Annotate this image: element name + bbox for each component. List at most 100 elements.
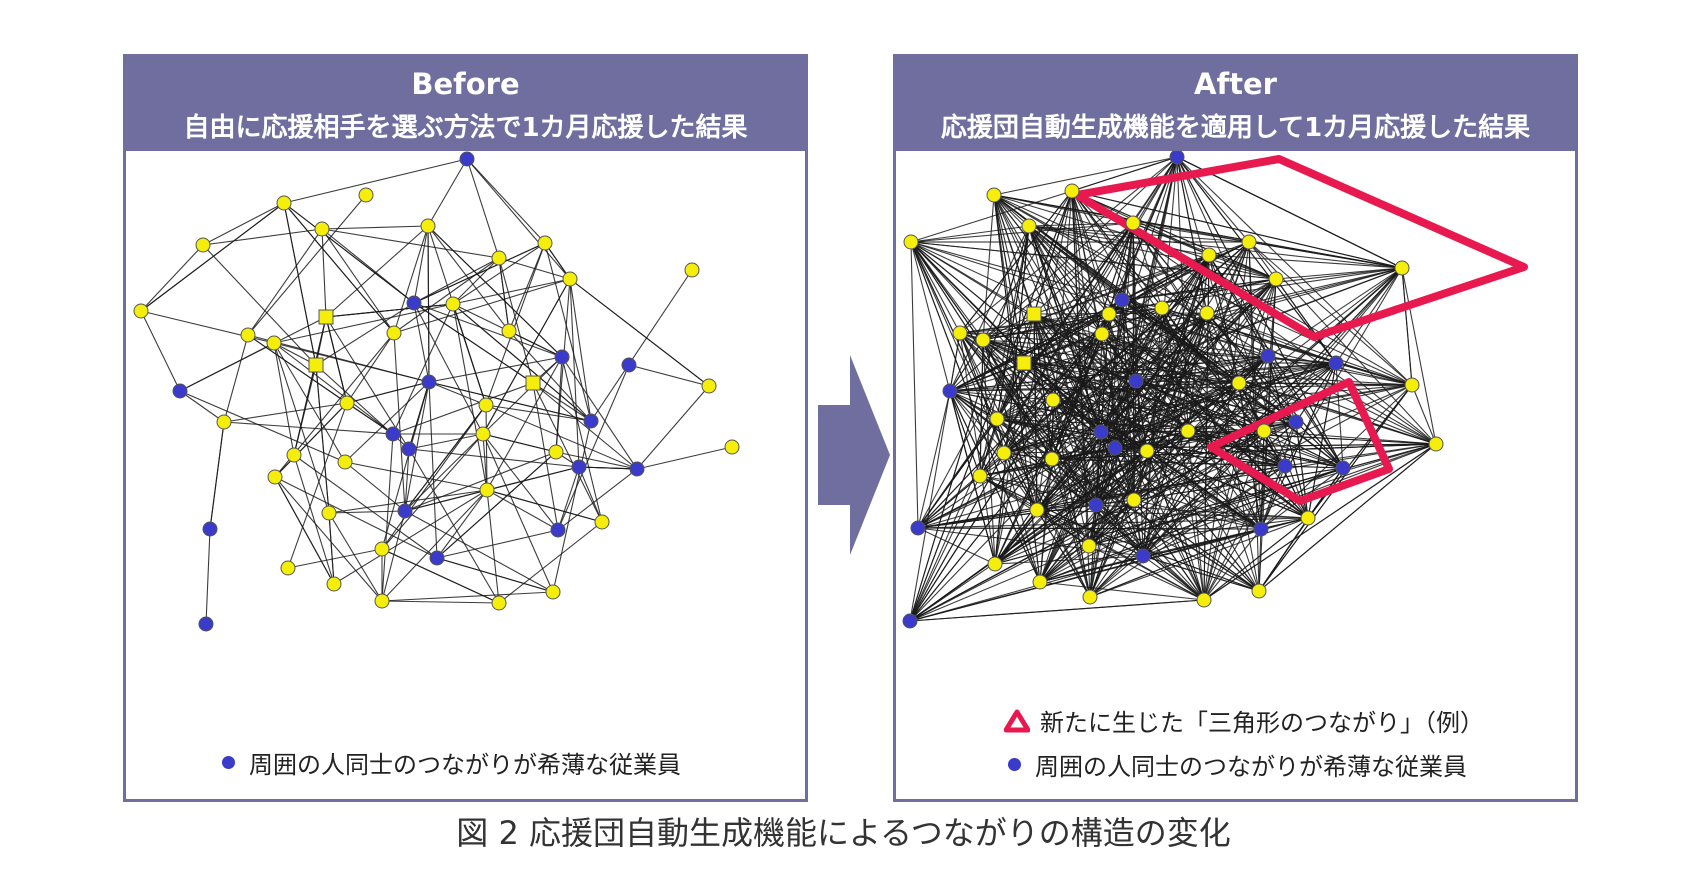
before-edge [321,228,500,259]
before-edge [325,303,454,318]
after-edge [1089,517,1309,598]
after-edge [1206,312,1240,384]
red-triangle-top [1073,155,1528,341]
after-edge [1206,312,1437,445]
after-edge [1051,362,1337,460]
before-edge [209,421,225,530]
before-yellow-node [240,327,256,343]
before-edge [293,316,327,456]
after-edge [1039,528,1262,583]
after-edge [1401,267,1413,386]
after-blue-node [1328,355,1344,371]
after-edge [1033,313,1053,460]
after-edge [909,450,1148,622]
before-yellow-node [374,541,390,557]
before-edge [179,390,346,463]
after-nodes [902,151,1444,629]
before-edge [287,402,348,569]
after-edge [1023,254,1210,364]
after-blue-node [1135,548,1151,564]
before-edge [393,225,429,334]
after-edge [1071,190,1403,269]
before-edge [452,242,546,305]
before-edge [273,303,454,344]
before-edge [381,510,406,602]
after-yellow-node [1241,234,1257,250]
before-blue-node [571,459,587,475]
before-edge [404,381,430,512]
after-blue-node [1169,151,1185,165]
before-edge [561,356,603,523]
after-blue-node [942,383,958,399]
after-yellow-node [1139,443,1155,459]
before-edge [413,302,563,358]
after-edge [993,194,1030,227]
before-edge [408,433,484,450]
before-edge [283,158,468,204]
before-edge [202,228,323,246]
before-edge [482,278,571,435]
before-edges [140,158,733,625]
before-edge [328,510,406,514]
before-edge [328,512,335,585]
before-edge [247,334,348,404]
after-edge [1203,517,1309,601]
before-yellow-node [545,584,561,600]
before-header: Before 自由に応援相手を選ぶ方法で1カ月応援した結果 [126,57,805,151]
before-edge [413,302,430,383]
after-blue-node [1253,521,1269,537]
after-edge [1206,312,1413,386]
before-edge [436,529,559,559]
after-edge [959,312,1208,334]
before-edge [202,202,285,246]
before-edge [428,381,438,559]
after-edge [1248,241,1403,269]
after-yellow-node [1268,271,1284,287]
before-yellow-node [326,576,342,592]
after-edge [1248,241,1277,280]
before-edge [321,228,327,318]
before-edge [346,332,395,404]
after-edge [1108,313,1437,445]
after-edge [1051,254,1210,460]
before-edge [247,194,367,336]
after-yellow-node [1180,423,1196,439]
after-edge [1135,380,1344,469]
before-edge [557,364,630,531]
before-edge [381,548,500,604]
before-edge [436,557,554,593]
after-edge [1206,312,1344,469]
after-yellow-node [975,332,991,348]
after-yellow-node [987,556,1003,572]
after-edge [1089,222,1134,598]
after-edge [1142,555,1205,601]
after-edge [1101,156,1178,335]
after-edge [1121,241,1250,301]
before-yellow-node [724,439,740,455]
before-yellow-node [133,303,149,319]
before-edge [482,356,563,435]
before-edge [392,303,454,435]
after-yellow-node [1199,305,1215,321]
before-yellow-node [216,414,232,430]
before-blue-node [198,616,214,632]
after-header: After 応援団自動生成機能を適用して1カ月応援した結果 [896,57,1575,151]
before-yellow-node [339,395,355,411]
after-edge [1052,399,1116,449]
before-blue-node [401,441,417,457]
after-edge [1176,156,1403,269]
before-edge [273,342,394,435]
before-edge [485,404,638,470]
after-edge [1028,225,1344,469]
red-triangle-icon [1004,709,1030,732]
before-blue-node [397,503,413,519]
before-edge [578,466,603,523]
before-edge [452,303,488,491]
after-edge [910,222,1134,243]
after-edge [917,465,1286,529]
before-blue-node [629,461,645,477]
after-edge [982,313,1035,341]
before-legend-blue: 周囲の人同士のつながりが希薄な従業員 [222,745,681,780]
before-edge [283,202,395,334]
after-blue-node [1088,497,1104,513]
